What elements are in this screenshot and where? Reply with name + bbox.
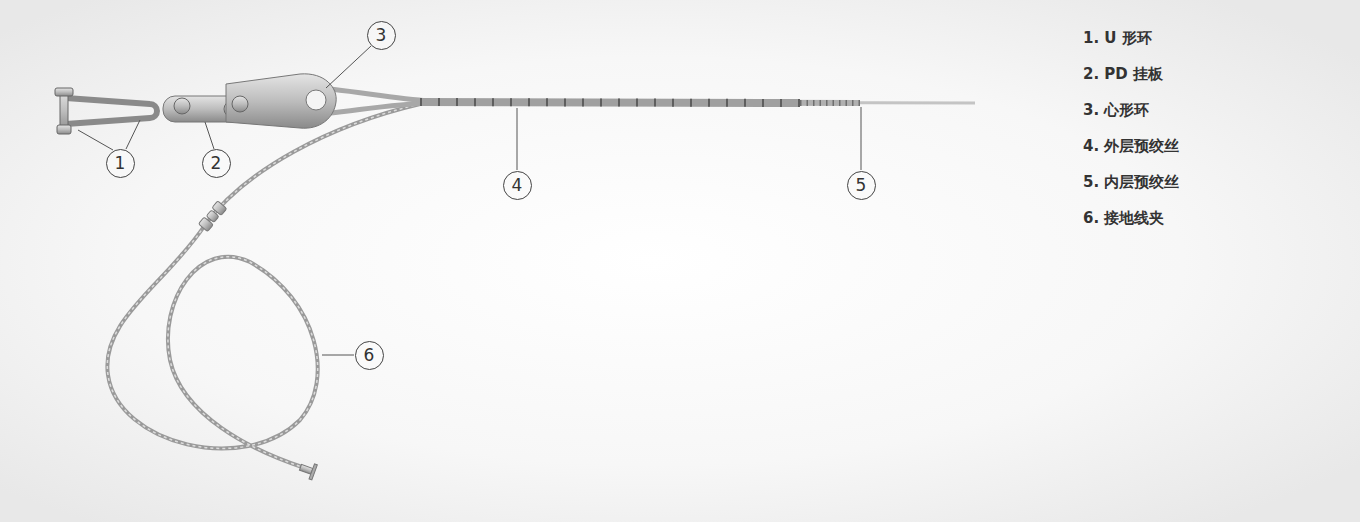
part-name: 1. U 形环 [1083, 28, 1152, 48]
outer-preformed-rod [420, 102, 800, 103]
part-name: 5. 内层预绞丝 [1083, 172, 1179, 192]
leader-line [517, 108, 518, 170]
callout-number: 3 [376, 27, 387, 44]
callout-number: 1 [115, 155, 126, 172]
wire-path [107, 104, 420, 468]
plate-bolt [174, 98, 190, 114]
wire-highlight [107, 104, 420, 468]
terminal-pin [309, 464, 317, 480]
callout-circle: 4 [503, 171, 532, 200]
callout-number: 2 [211, 155, 222, 172]
callout-number: 5 [856, 177, 867, 194]
shackle-body [66, 98, 157, 124]
clevis-bolt [232, 96, 248, 112]
rod-helix [420, 102, 800, 103]
grounding-wire [107, 104, 420, 480]
leader-line [78, 130, 113, 150]
inner-rod-helix [800, 100, 860, 106]
leader-line [322, 355, 354, 356]
callout-number: 6 [364, 347, 375, 364]
u-shackle [55, 88, 157, 134]
cable-assembly [300, 86, 975, 116]
wire-clamp [198, 201, 226, 232]
clevis-hole [306, 90, 326, 110]
wire-terminal [298, 460, 318, 480]
leader-line [205, 122, 214, 149]
clamp-nut [212, 201, 227, 216]
part-name: 4. 外层预绞丝 [1083, 136, 1179, 156]
inner-preformed-rod [420, 102, 860, 103]
callout-circle: 5 [847, 171, 876, 200]
part-name: 6. 接地线夹 [1083, 208, 1164, 228]
callout-circle: 1 [106, 149, 135, 178]
clevis-body [226, 74, 336, 128]
leader-lines [78, 46, 861, 355]
callout-circle: 2 [202, 149, 231, 178]
part-name: 2. PD 挂板 [1083, 64, 1163, 84]
callout-circle: 6 [355, 341, 384, 370]
leader-line [326, 46, 371, 88]
callout-number: 4 [512, 177, 523, 194]
leader-line [861, 107, 862, 170]
pin-nut [57, 125, 71, 134]
callout-circle: 3 [367, 21, 396, 50]
leader-line [126, 120, 140, 149]
part-name: 3. 心形环 [1083, 100, 1149, 120]
thimble-clevis [226, 74, 336, 128]
pin-head [55, 88, 73, 96]
